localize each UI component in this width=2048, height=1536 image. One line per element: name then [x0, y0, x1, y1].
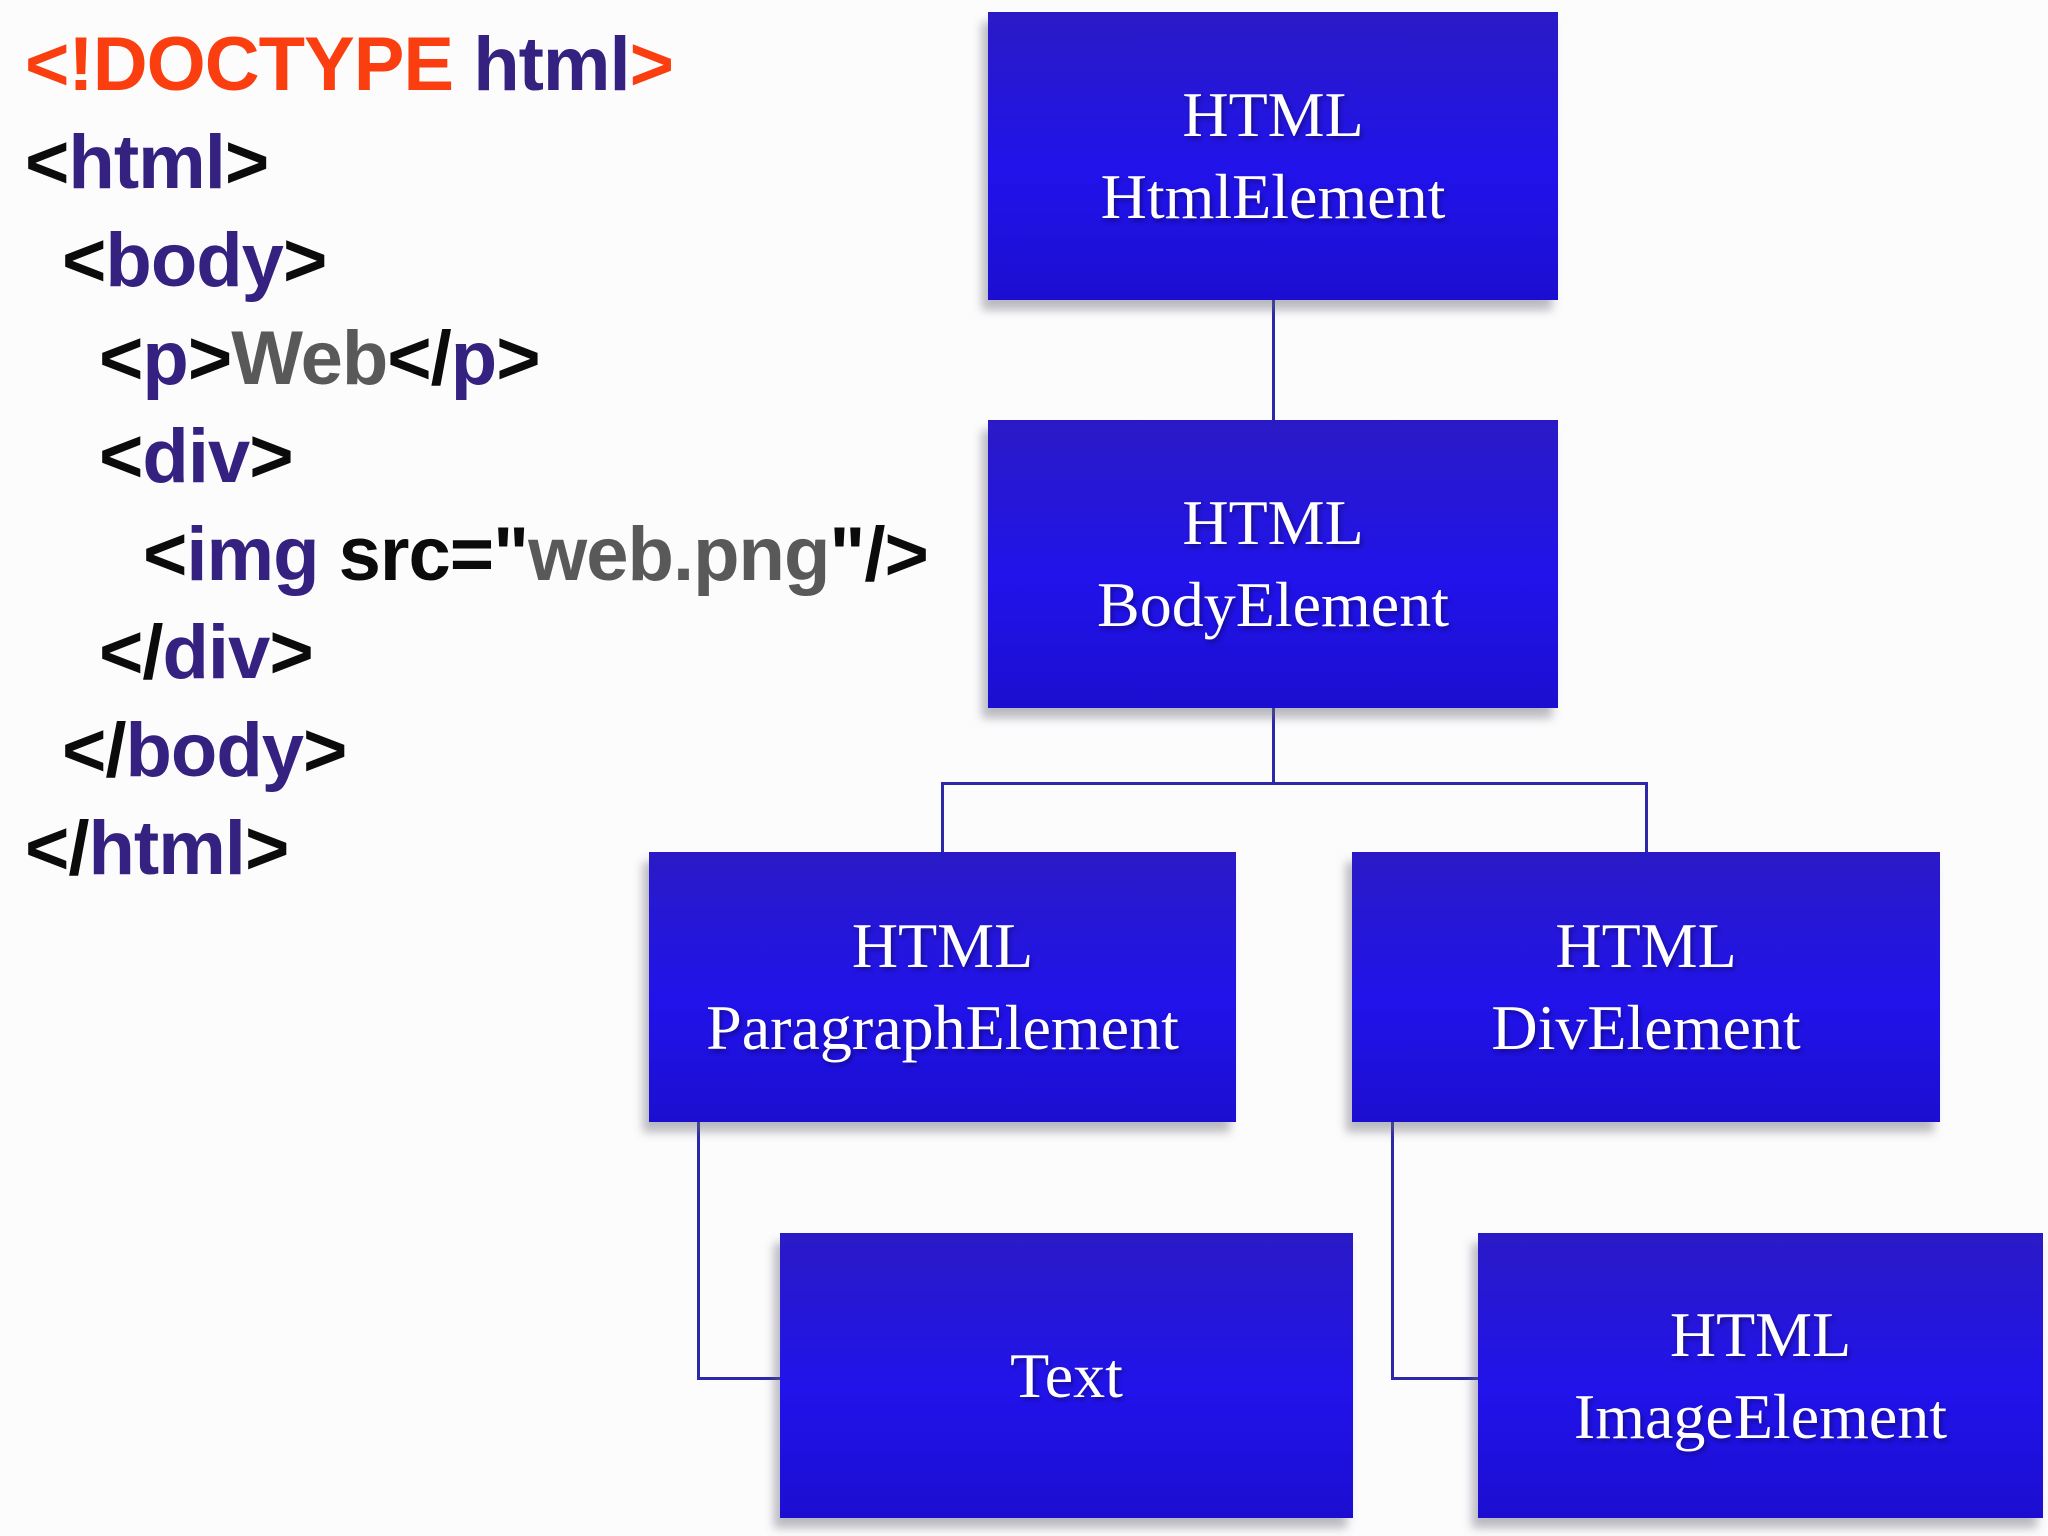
code-line: </body> — [25, 702, 928, 800]
code-token-value: Web — [231, 316, 388, 401]
code-token-plain: </ — [99, 610, 163, 695]
connector-body-split — [941, 782, 1648, 785]
code-token-plain: > — [496, 316, 540, 401]
node-label-line1: HTML — [1669, 1298, 1852, 1370]
code-token-plain: </ — [62, 708, 126, 793]
code-line: <p>Web</p> — [25, 310, 928, 408]
code-line: </div> — [25, 604, 928, 702]
tree-node-paragraph-element: HTML ParagraphElement — [649, 852, 1236, 1122]
code-line: </html> — [25, 800, 928, 898]
code-token-plain: > — [224, 120, 269, 205]
node-label-line1: HTML — [1182, 79, 1364, 150]
code-token-plain: > — [187, 316, 232, 401]
connector-body-stem — [1272, 708, 1275, 784]
code-token-plain: > — [249, 414, 293, 499]
node-label-line1: HTML — [1555, 910, 1737, 981]
connector-drop-to-paragraph — [941, 782, 944, 852]
code-token-tag: body — [125, 708, 305, 793]
tree-node-div-element: HTML DivElement — [1352, 852, 1940, 1122]
code-token-value: web.png — [528, 512, 830, 597]
code-token-tag: body — [105, 218, 284, 303]
code-token-plain: </ — [25, 806, 89, 891]
tree-node-body-element: HTML BodyElement — [988, 420, 1558, 708]
code-token-plain: "/> — [829, 512, 929, 597]
code-token-plain: < — [62, 218, 106, 303]
connector-div-to-image — [1391, 1377, 1481, 1380]
connector-drop-to-div — [1645, 782, 1648, 852]
code-line: <html> — [25, 114, 928, 212]
code-panel: <!DOCTYPE html><html><body><p>Web</p><di… — [25, 16, 929, 898]
connector-html-to-body — [1272, 300, 1275, 420]
code-line: <div> — [25, 408, 928, 506]
node-label-line2: HtmlElement — [1100, 161, 1446, 232]
connector-paragraph-stem — [697, 1122, 700, 1380]
code-token-tag: p — [142, 316, 188, 401]
node-label-line2: ImageElement — [1573, 1380, 1948, 1452]
node-label-line1: HTML — [851, 910, 1034, 981]
code-line: <body> — [25, 212, 928, 310]
code-token-plain: </ — [387, 316, 451, 401]
code-token-plain: src=" — [318, 512, 530, 597]
code-token-plain: > — [282, 218, 327, 303]
node-label-line2: DivElement — [1491, 992, 1801, 1063]
node-label-line2: BodyElement — [1097, 569, 1449, 640]
code-line: <!DOCTYPE html> — [25, 16, 928, 114]
node-label-line1: HTML — [1182, 487, 1364, 558]
tree-node-html-element: HTML HtmlElement — [988, 12, 1558, 300]
node-label-line1: Text — [1010, 1339, 1123, 1411]
code-token-plain: > — [244, 806, 289, 891]
code-token-plain: < — [99, 316, 143, 401]
code-token-tag: div — [142, 414, 250, 499]
code-token-tag: html — [68, 120, 225, 205]
code-token-tag: html — [453, 22, 630, 107]
code-token-tag: img — [186, 512, 319, 597]
code-token-plain: < — [25, 120, 69, 205]
connector-paragraph-to-text — [697, 1377, 783, 1380]
code-token-tag: p — [450, 316, 497, 401]
node-label-line2: ParagraphElement — [706, 992, 1179, 1063]
code-line: <img src="web.png"/> — [25, 506, 929, 604]
code-token-plain: < — [143, 512, 187, 597]
code-token-tag: div — [162, 610, 271, 695]
code-token-plain: > — [303, 708, 347, 793]
code-token-doctype: <!DOCTYPE — [25, 22, 454, 107]
code-token-doctype: > — [629, 22, 674, 107]
tree-node-image-element: HTML ImageElement — [1478, 1233, 2043, 1518]
code-token-tag: html — [88, 806, 246, 891]
tree-node-text: Text — [780, 1233, 1353, 1518]
code-token-plain: < — [99, 414, 143, 499]
code-token-plain: > — [269, 610, 313, 695]
connector-div-stem — [1391, 1122, 1394, 1380]
